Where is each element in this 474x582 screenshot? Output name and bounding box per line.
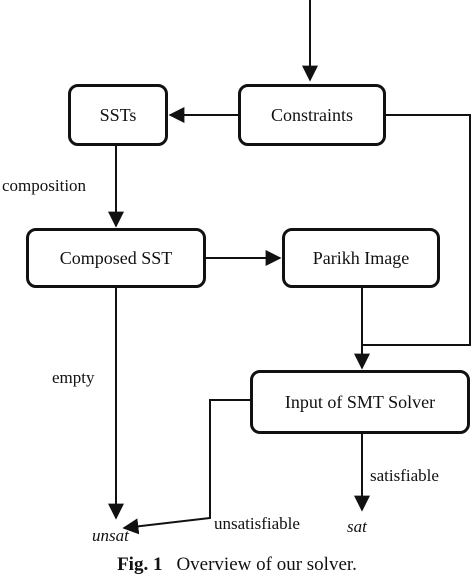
figure-caption: Fig. 1 Overview of our solver.: [0, 554, 474, 576]
edge-label-empty: empty: [52, 368, 95, 387]
figure-caption-text: Overview of our solver.: [176, 554, 357, 575]
figure-number: Fig. 1: [117, 554, 163, 575]
node-composed-sst-label: Composed SST: [59, 247, 173, 268]
edge-label-satisfiable: satisfiable: [370, 466, 439, 485]
node-smt-input: Input of SMT Solver: [250, 370, 470, 434]
node-parikh-image: Parikh Image: [282, 228, 440, 288]
node-smt-input-label: Input of SMT Solver: [284, 391, 436, 412]
result-sat: sat: [347, 517, 367, 536]
arrow-smt-to-unsat: [122, 399, 250, 535]
node-composed-sst: Composed SST: [26, 228, 206, 288]
node-constraints-label: Constraints: [270, 104, 353, 125]
edge-label-unsatisfiable: unsatisfiable: [214, 514, 300, 533]
result-unsat: unsat: [92, 526, 129, 545]
node-parikh-image-label: Parikh Image: [312, 247, 410, 268]
edge-label-composition: composition: [2, 176, 87, 195]
node-constraints: Constraints: [238, 84, 386, 146]
node-ssts: SSTs: [68, 84, 168, 146]
node-ssts-label: SSTs: [99, 104, 137, 125]
